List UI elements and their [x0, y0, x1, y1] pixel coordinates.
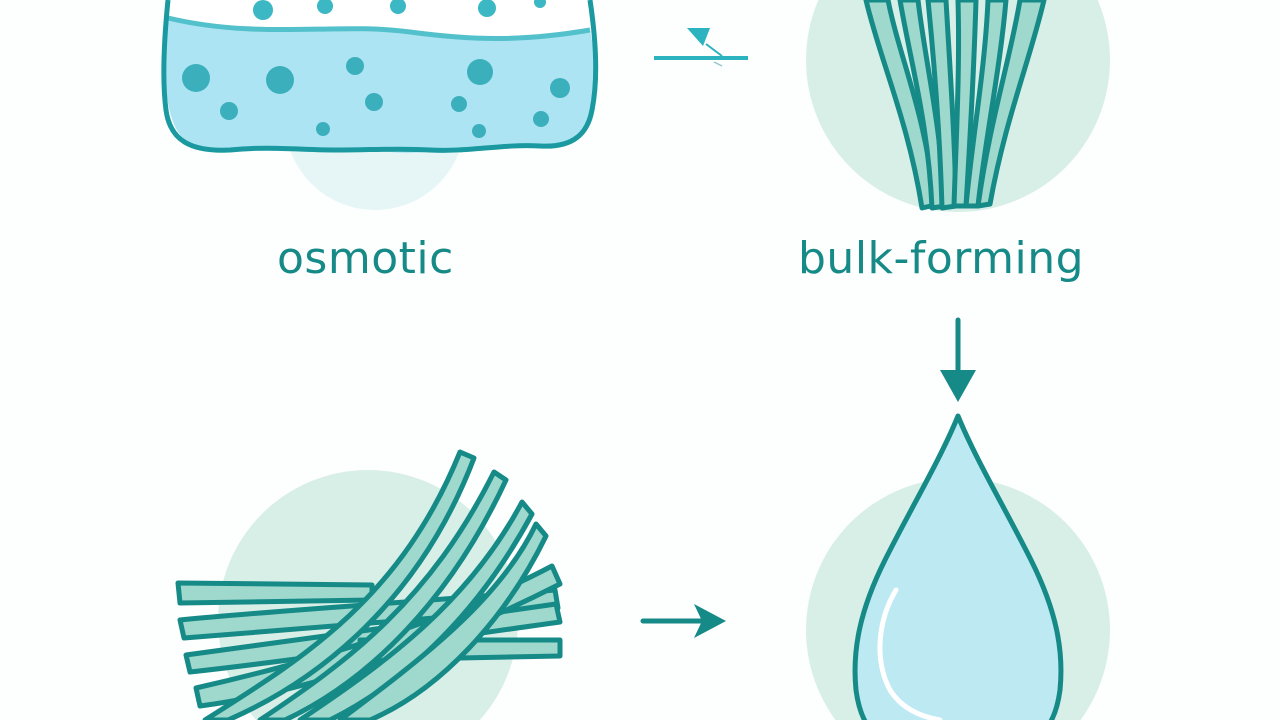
arrow-down-icon[interactable]: [940, 317, 976, 402]
water-drop-icon: [852, 413, 1064, 720]
arrow-right-icon[interactable]: [654, 28, 748, 67]
water-sponge-icon: [161, 0, 599, 153]
arrow-right-icon[interactable]: [640, 604, 726, 638]
bulk-forming-label: bulk-forming: [798, 233, 1085, 284]
osmotic-label: osmotic: [277, 233, 454, 284]
fiber-bundle-icon: [863, 0, 1047, 211]
crossed-fibers-icon: [175, 449, 563, 720]
